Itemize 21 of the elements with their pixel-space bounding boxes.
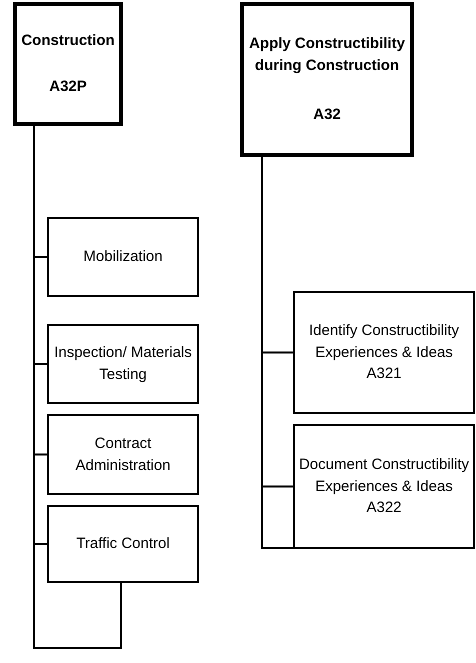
activity-name: Construction (21, 31, 115, 52)
activity-name: Apply Constructibility during Construction (248, 34, 406, 76)
activity-code: A32 (313, 105, 341, 125)
activity-code: A322 (366, 498, 402, 518)
activity-name: Contract Administration (74, 434, 172, 476)
activity-code: A32P (49, 77, 87, 98)
connector-line (261, 157, 293, 488)
activity-name: Identify Constructibility Experiences & Ideas (308, 320, 460, 363)
activity-box (13, 2, 123, 126)
activity-box (240, 2, 414, 157)
subactivity-box (293, 424, 475, 549)
activity-code: A321 (366, 364, 402, 384)
subactivity-box (293, 291, 475, 414)
activity-name: Traffic Control (76, 534, 170, 554)
activity-name: Mobilization (83, 247, 163, 268)
activity-name: Inspection/ Materials Testing (53, 343, 193, 385)
subactivity-box (47, 217, 199, 297)
activity-name: Document Constructibility Experiences & Ideas (298, 454, 470, 497)
subactivity-box (47, 414, 199, 495)
subactivity-box (47, 324, 199, 404)
subactivity-box (47, 505, 199, 583)
